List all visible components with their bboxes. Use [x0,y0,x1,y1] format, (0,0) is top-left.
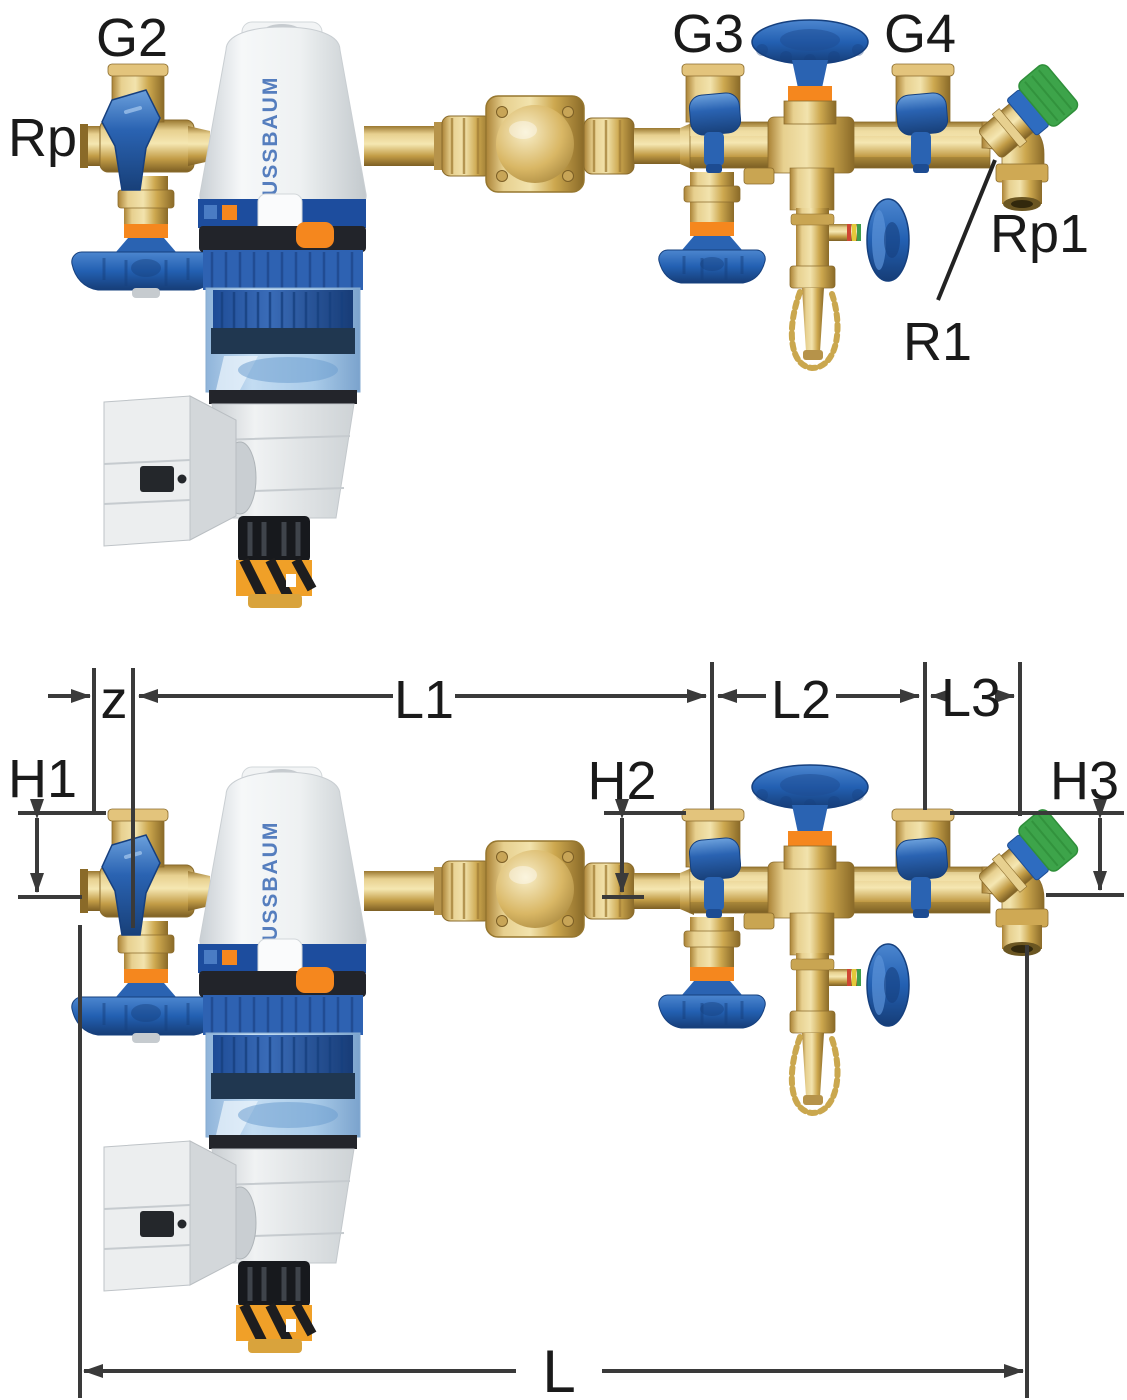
dim-label-z: z [101,670,128,730]
label-g4: G4 [884,4,956,64]
label-rp1: Rp1 [990,204,1089,264]
dimension-view: z L1 L2 L3 H1 H2 H3 L [8,662,1124,1400]
dim-label-h1: H1 [8,749,77,809]
dim-label-l1: L1 [394,670,454,730]
label-g3: G3 [672,4,744,64]
dim-label-h2: H2 [587,751,656,811]
label-rp: Rp [8,108,77,168]
label-r1: R1 [903,312,972,372]
dim-label-h3: H3 [1050,751,1119,811]
dim-label-l2: L2 [771,670,831,730]
dim-label-l: L [542,1338,575,1400]
dim-label-l3: L3 [941,668,1001,728]
assembly-dimensioned [72,765,1081,1353]
label-g2: G2 [96,8,168,68]
photo-view: Rp G2 G3 G4 Rp1 R1 [8,4,1089,608]
rp1-leader-line [936,159,997,301]
